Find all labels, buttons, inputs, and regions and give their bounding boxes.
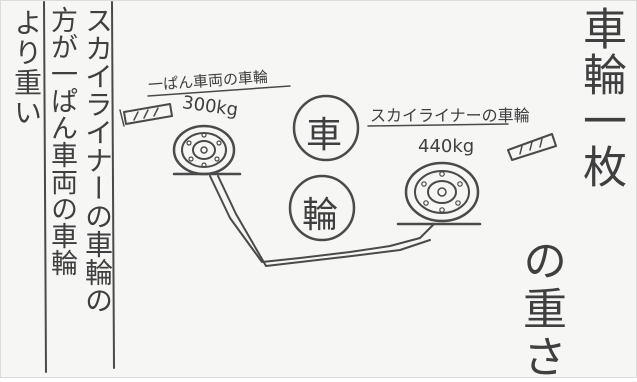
center-circle-top	[292, 94, 360, 162]
skyliner-wheel-arrow	[507, 133, 557, 161]
center-char-wa: 輪	[302, 195, 339, 236]
normal-wheel-drawing	[172, 124, 242, 176]
column-divider-1	[43, 1, 47, 373]
left-column-line-1: スカイライナーの車輪の	[81, 6, 114, 314]
column-divider-2	[111, 1, 115, 369]
left-column-line-2: 方が一ぱん車両の車輪	[46, 6, 77, 276]
center-char-kuruma: 車	[306, 115, 343, 156]
skyliner-wheel-drawing	[396, 161, 482, 226]
skyliner-label-underline	[367, 123, 509, 127]
center-circle-bottom	[288, 174, 356, 242]
skyliner-wheel-weight: 440kg	[418, 136, 475, 157]
left-column-line-3: より重い	[10, 8, 43, 128]
normal-label-underline	[147, 85, 291, 97]
title-line-2: の重さ	[515, 238, 566, 382]
balance-line	[209, 175, 435, 263]
normal-wheel-arrow	[119, 103, 173, 127]
title-line-1: 車輪一枚	[575, 6, 626, 190]
skyliner-wheel-label: スカイライナーの車輪	[370, 106, 530, 125]
